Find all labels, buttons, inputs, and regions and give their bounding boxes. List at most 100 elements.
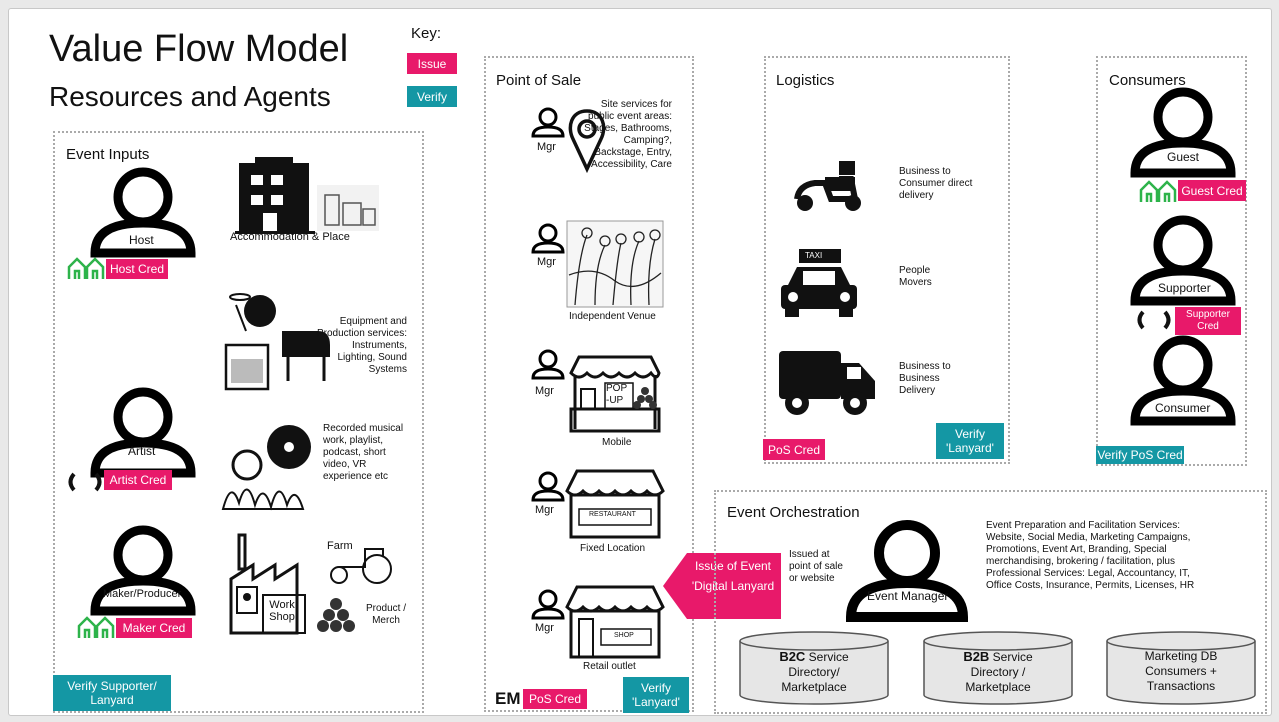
home-icon (1139, 180, 1177, 202)
host-label: Host (129, 233, 154, 247)
issue-arrow-icon (663, 553, 781, 619)
shop-icon (565, 585, 665, 659)
taxi-sign: TAXI (805, 251, 823, 260)
mgr-label: Mgr (535, 385, 554, 397)
database-icon (923, 631, 1073, 705)
consumers-panel (1096, 56, 1247, 466)
recorded-text: Recorded musical work, playlist, podcast… (323, 423, 404, 482)
workshop-label: Work Shop (269, 599, 295, 623)
taxi-icon (781, 249, 857, 317)
logistics-verify-badge: Verify 'Lanyard' (936, 423, 1004, 459)
database-icon (1106, 631, 1256, 705)
factory-icon (229, 533, 306, 635)
key-label: Key: (411, 25, 442, 42)
wifi-icon (1137, 310, 1171, 330)
people-movers-text: People Movers (899, 265, 932, 288)
host-cred-badge: Host Cred (106, 259, 168, 279)
artist-person-icon (90, 387, 196, 478)
mgr-label: Mgr (537, 256, 556, 268)
pos-heading: Point of Sale (496, 72, 582, 89)
event-manager-person-icon (845, 520, 969, 622)
manager-person-icon (531, 471, 565, 502)
b2b-text: Business to Business Delivery (899, 361, 951, 396)
guest-cred-badge: Guest Cred (1178, 180, 1246, 201)
home-icon (77, 616, 115, 638)
shop-sign: SHOP (614, 632, 634, 639)
issue-note: Issued at point of sale or website (789, 549, 843, 584)
supporter-label: Supporter (1158, 281, 1211, 295)
guest-person-icon (1130, 87, 1236, 178)
marketing-db-label: Marketing DB Consumers + Transactions (1144, 649, 1218, 693)
accommodation-label: Accommodation & Place (230, 231, 350, 243)
consumer-label: Consumer (1155, 401, 1211, 415)
database-icon (739, 631, 889, 705)
mgr-label: Mgr (537, 141, 556, 153)
b2c-directory-label: B2C Service Directory/ Marketplace (754, 649, 874, 695)
orchestration-heading: Event Orchestration (727, 504, 860, 521)
site-services-text: Site services for public event areas: St… (584, 99, 672, 170)
manager-person-icon (531, 223, 565, 254)
consumers-heading: Consumers (1109, 72, 1186, 89)
verify-lanyard-badge: Verify 'Lanyard' (623, 677, 689, 713)
maker-person-icon (90, 525, 196, 616)
slide: Value Flow Model Resources and Agents Ke… (8, 8, 1272, 716)
building-icon (235, 157, 379, 234)
issue-arrow-text: Issue of Event 'Digital Lanyard (691, 559, 775, 593)
event-inputs-panel (53, 131, 424, 713)
supporter-cred-badge: Supporter Cred (1175, 307, 1241, 335)
maker-cred-badge: Maker Cred (116, 618, 192, 638)
popup-stall-icon (569, 355, 661, 433)
merch-icon (317, 598, 355, 632)
instruments-icon (224, 293, 330, 391)
point-of-sale-panel (484, 56, 694, 712)
verify-supporter-badge: Verify Supporter/ Lanyard (53, 675, 171, 711)
delivery-scooter-icon (794, 161, 861, 211)
event-manager-label: Event Manager (867, 589, 949, 603)
b2b-rest: Service Directory / Marketplace (965, 650, 1033, 694)
product-label: Product / Merch (365, 603, 407, 626)
b2c-rest: Service Directory/ Marketplace (781, 650, 849, 694)
orchestration-services-text: Event Preparation and Facilitation Servi… (986, 520, 1195, 591)
venue-crowd-icon (566, 220, 664, 308)
manager-person-icon (531, 349, 565, 380)
supporter-person-icon (1130, 215, 1236, 306)
mobile-label: Mobile (602, 437, 632, 448)
b2b-bold: B2B (963, 649, 990, 664)
equipment-text: Equipment and Production services: Instr… (316, 316, 407, 375)
home-icon (67, 257, 105, 279)
maker-label: Maker/Producer (103, 588, 182, 600)
mgr-label: Mgr (535, 504, 554, 516)
b2c-bold: B2C (779, 649, 806, 664)
logistics-heading: Logistics (776, 72, 835, 89)
event-orchestration-panel (714, 490, 1267, 714)
page-subtitle: Resources and Agents (49, 81, 331, 112)
retail-outlet-label: Retail outlet (583, 661, 636, 672)
popup-label: POP -UP (606, 383, 627, 406)
logistics-panel (764, 56, 1010, 464)
em-label: EM (495, 689, 521, 708)
verify-pos-cred-badge: Verify PoS Cred (1096, 446, 1184, 464)
mgr-label: Mgr (535, 622, 554, 634)
consumer-person-icon (1130, 335, 1236, 426)
key-issue: Issue (407, 53, 457, 74)
delivery-truck-icon (779, 351, 875, 415)
independent-venue-label: Independent Venue (569, 311, 656, 322)
fixed-location-label: Fixed Location (580, 543, 646, 554)
logistics-pos-cred-badge: PoS Cred (763, 439, 825, 460)
b2b-directory-label: B2B Service Directory / Marketplace (938, 649, 1058, 695)
map-pin-icon (568, 109, 606, 174)
wifi-icon (68, 472, 102, 492)
key-verify: Verify (407, 86, 457, 107)
guest-label: Guest (1167, 150, 1200, 164)
farm-label: Farm (327, 540, 353, 552)
pos-cred-badge: PoS Cred (523, 689, 587, 709)
artist-cred-badge: Artist Cred (104, 470, 172, 490)
tractor-icon (330, 548, 392, 584)
restaurant-sign: RESTAURANT (589, 511, 636, 518)
manager-person-icon (531, 107, 565, 138)
host-person-icon (90, 167, 196, 258)
artist-label: Artist (128, 444, 156, 458)
b2c-text: Business to Consumer direct delivery (899, 166, 973, 201)
page-title: Value Flow Model (49, 28, 349, 70)
restaurant-icon (565, 469, 665, 539)
